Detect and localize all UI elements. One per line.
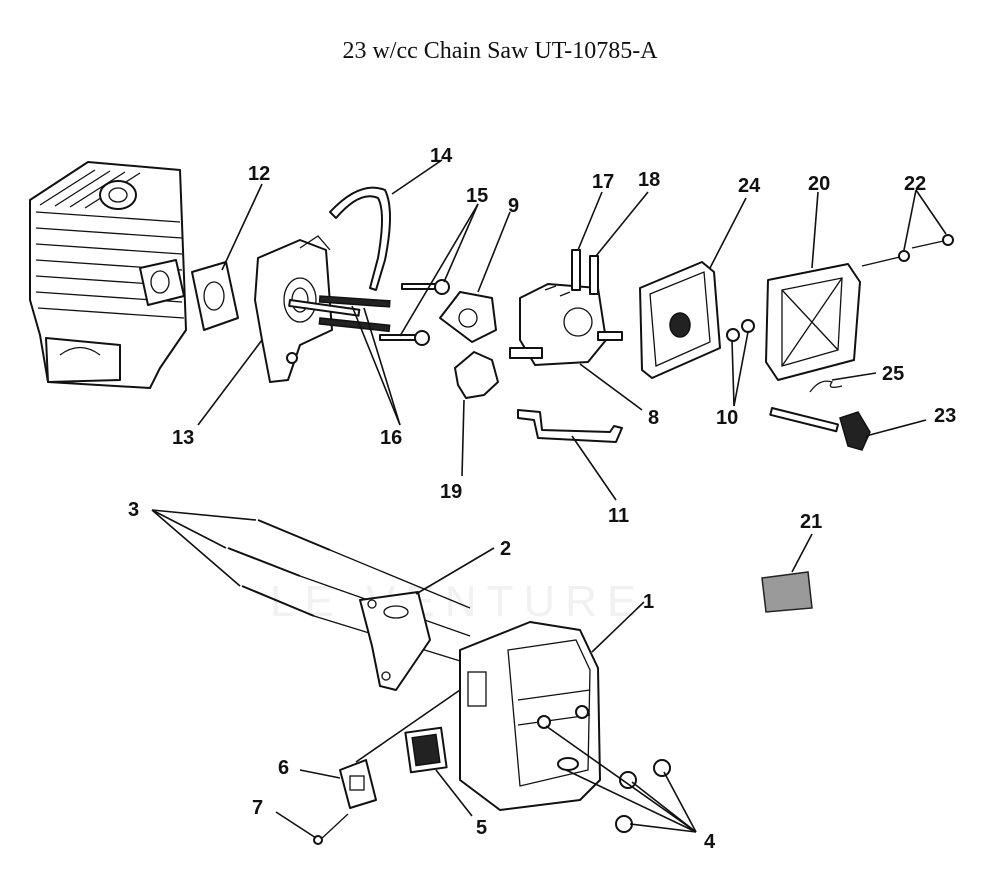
nut-part <box>619 771 637 789</box>
callout-21: 21 <box>800 511 822 533</box>
callout-6: 6 <box>278 757 289 779</box>
callout-11: 11 <box>608 505 629 527</box>
callout-14: 14 <box>430 145 453 167</box>
leader-lines <box>151 159 947 839</box>
callout-19: 19 <box>440 481 462 503</box>
gasket-part <box>191 261 239 331</box>
callout-16: 16 <box>380 427 402 449</box>
callout-10: 10 <box>716 407 738 429</box>
throttle-rod-part <box>517 409 623 443</box>
nut-part <box>741 319 755 333</box>
callout-24: 24 <box>738 175 761 197</box>
callout-2: 2 <box>500 538 511 560</box>
cylinder-part <box>29 161 187 389</box>
callout-5: 5 <box>476 817 487 839</box>
callout-15: 15 <box>466 185 488 207</box>
carburetor-gasket-part <box>439 291 497 343</box>
throttle-trigger-part <box>769 407 871 451</box>
small-screw-part <box>313 813 349 845</box>
callout-18: 18 <box>638 169 660 191</box>
muffler-gasket-part <box>359 591 431 691</box>
callout-25: 25 <box>882 363 904 385</box>
muffler-part <box>459 621 601 811</box>
callout-23: 23 <box>934 405 956 427</box>
air-filter-base-part <box>639 261 721 379</box>
cover-bolts-part <box>861 234 954 267</box>
callout-20: 20 <box>808 173 830 195</box>
long-screws-part <box>288 295 391 333</box>
callout-8: 8 <box>648 407 659 429</box>
carburetor-part <box>509 249 623 366</box>
clip-part <box>809 380 843 393</box>
air-filter-element-part <box>761 571 813 613</box>
callout-4: 4 <box>704 831 716 853</box>
callout-12: 12 <box>248 163 270 185</box>
callout-17: 17 <box>592 171 614 193</box>
choke-lever-part <box>454 351 499 399</box>
callout-3: 3 <box>128 499 139 521</box>
spark-screen-part <box>404 726 448 774</box>
nut-part <box>726 328 740 342</box>
fuel-line-part <box>329 186 391 291</box>
spark-deflector-part <box>339 759 377 809</box>
nut-part <box>615 815 633 833</box>
short-screws-part <box>379 279 450 346</box>
watermark: LE VENTURE <box>270 577 646 626</box>
diagram-title: 23 w/cc Chain Saw UT-10785-A <box>342 38 658 64</box>
air-filter-cover-part <box>765 263 861 381</box>
callout-1: 1 <box>643 591 654 613</box>
callout-7: 7 <box>252 797 263 819</box>
nut-part <box>653 759 671 777</box>
callout-22: 22 <box>904 173 926 195</box>
callout-13: 13 <box>172 427 194 449</box>
intake-manifold-part <box>254 235 333 383</box>
callout-9: 9 <box>508 195 519 217</box>
